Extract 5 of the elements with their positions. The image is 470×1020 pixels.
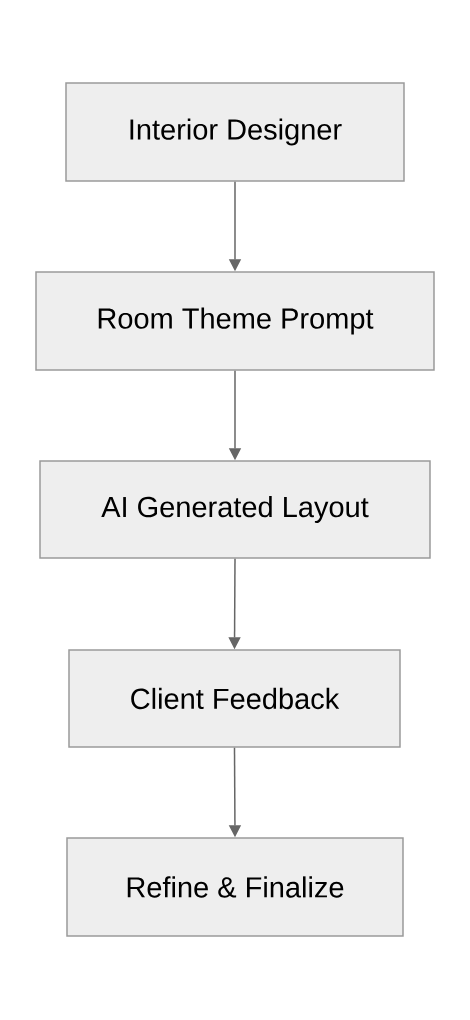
process-box: Client Feedback [68,649,401,748]
process-box: Interior Designer [65,82,405,182]
process-box: Refine & Finalize [66,837,404,937]
process-box: Room Theme Prompt [35,271,435,371]
process-box: AI Generated Layout [39,460,431,559]
